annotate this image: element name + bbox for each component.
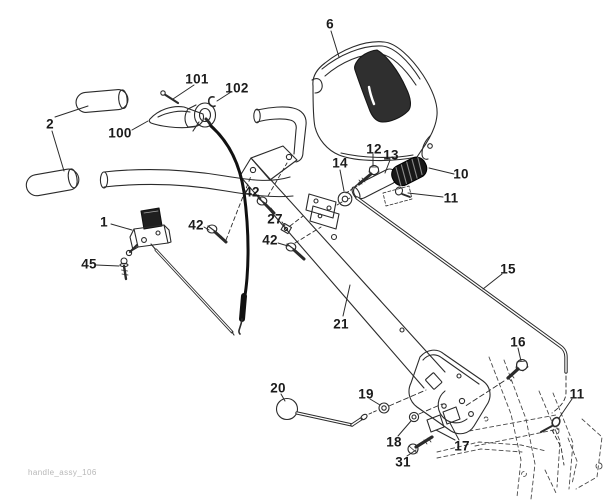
bolt-16 bbox=[463, 359, 529, 408]
callout-1: 1 bbox=[100, 214, 108, 230]
callout-42-c: 42 bbox=[262, 232, 278, 248]
callout-27: 27 bbox=[267, 211, 283, 227]
callout-19: 19 bbox=[358, 386, 374, 402]
callout-12: 12 bbox=[366, 141, 382, 157]
cotter-clip-11-upper bbox=[394, 186, 411, 198]
callout-10: 10 bbox=[453, 166, 469, 182]
ball-rod-20 bbox=[275, 397, 379, 427]
interlock-bracket-1 bbox=[125, 207, 235, 336]
callout-2: 2 bbox=[46, 116, 54, 132]
tine-shield-rod-15 bbox=[355, 196, 568, 466]
grip-left-upper bbox=[75, 89, 129, 113]
bolt-12 bbox=[345, 164, 380, 194]
console-cover-6 bbox=[311, 41, 438, 162]
pivot-bracket-13-mount bbox=[305, 193, 353, 230]
handlebar-right-loop bbox=[253, 106, 307, 163]
grip-left-lower bbox=[25, 168, 80, 197]
spacer-blocks-17 bbox=[426, 406, 461, 433]
callout-21: 21 bbox=[333, 316, 349, 332]
callout-31: 31 bbox=[395, 454, 411, 470]
callout-16: 16 bbox=[510, 334, 526, 350]
clutch-lever-100 bbox=[148, 102, 217, 132]
callout-11-upper: 11 bbox=[443, 190, 459, 206]
callout-6: 6 bbox=[326, 16, 334, 32]
callout-15: 15 bbox=[500, 261, 516, 277]
lever-pin-101 bbox=[160, 90, 180, 105]
callout-14: 14 bbox=[332, 155, 348, 171]
knob-nut-14 bbox=[337, 191, 353, 207]
callout-100: 100 bbox=[108, 125, 132, 141]
flange-nut-18 bbox=[408, 403, 443, 423]
callout-42-b: 42 bbox=[188, 217, 204, 233]
bolt-45 bbox=[119, 257, 129, 281]
flange-nut-19 bbox=[378, 389, 427, 414]
screw-42-b bbox=[206, 175, 252, 244]
callout-17: 17 bbox=[454, 438, 470, 454]
cotter-clip-11-lower bbox=[540, 416, 561, 433]
grip-10 bbox=[391, 156, 428, 187]
callout-101: 101 bbox=[185, 71, 209, 87]
retainer-clip-102 bbox=[207, 96, 216, 108]
screw-42-c bbox=[285, 226, 322, 261]
bolt-31 bbox=[407, 435, 434, 455]
figure-caption: handle_assy_106 bbox=[28, 468, 97, 477]
callout-leader-lines bbox=[51, 30, 573, 457]
callout-42-a: 42 bbox=[244, 184, 260, 200]
handlebar-left-bar bbox=[99, 168, 294, 198]
callout-45: 45 bbox=[81, 256, 97, 272]
callout-11-lower: 11 bbox=[569, 386, 585, 402]
ghost-frame-outline bbox=[436, 356, 603, 500]
nut-27 bbox=[280, 215, 304, 235]
screw-42-a bbox=[256, 162, 288, 215]
callout-102: 102 bbox=[225, 80, 249, 96]
callout-18: 18 bbox=[386, 434, 402, 450]
callout-20: 20 bbox=[270, 380, 286, 396]
control-cable bbox=[204, 117, 250, 335]
callout-13: 13 bbox=[383, 147, 399, 163]
lower-mount-bracket bbox=[408, 349, 491, 435]
